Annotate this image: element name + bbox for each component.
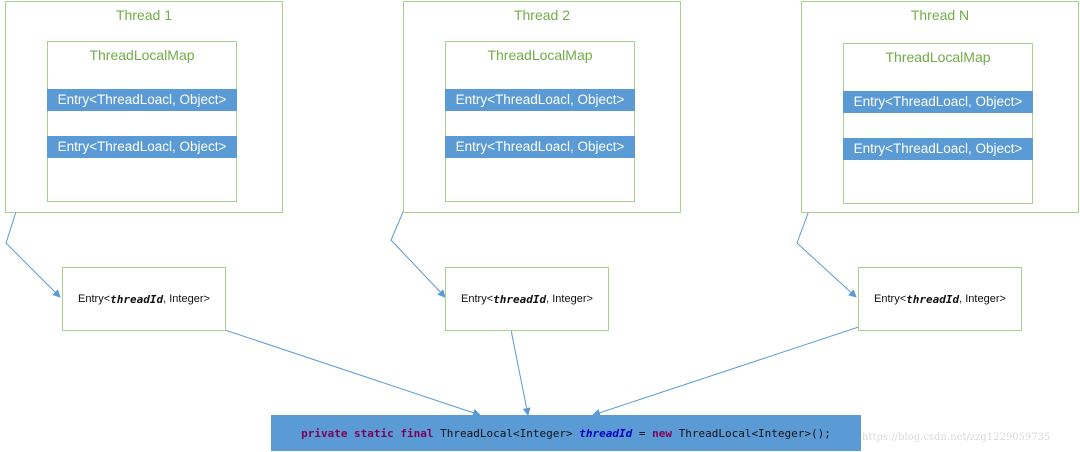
threadid-entry-2-suffix: , Integer> xyxy=(546,293,593,305)
code-assign: = xyxy=(632,426,653,440)
threadid-entry-n-suffix: , Integer> xyxy=(959,293,1006,305)
threadid-entry-n-key: threadId xyxy=(906,292,960,306)
threadid-declaration: private static final ThreadLocal<Integer… xyxy=(271,415,861,451)
threadid-entry-1-suffix: , Integer> xyxy=(163,293,210,305)
watermark-url: https://blog.csdn.net/zzg1229059735 xyxy=(862,432,1051,443)
threadid-entry-n-prefix: Entry< xyxy=(874,293,907,305)
thread-2-title: Thread 2 xyxy=(513,7,571,23)
thread-n-map-box: ThreadLocalMap xyxy=(843,43,1033,204)
thread-n-map-title: ThreadLocalMap xyxy=(885,49,991,65)
thread-2-map-entry-1: Entry<ThreadLoacl, Object> xyxy=(445,89,635,111)
threadid-entry-1-prefix: Entry< xyxy=(78,293,111,305)
threadid-entry-2: Entry<threadId , Integer> xyxy=(445,267,609,331)
code-variable-threadid: threadId xyxy=(579,426,633,440)
code-type-constructed: ThreadLocal<Integer>(); xyxy=(671,426,831,440)
thread-1-map-box: ThreadLocalMap xyxy=(47,41,237,202)
thread-1-map-entry-1: Entry<ThreadLoacl, Object> xyxy=(47,89,237,111)
threadid-entry-2-prefix: Entry< xyxy=(461,293,494,305)
code-type-declared: ThreadLocal<Integer> xyxy=(433,426,580,440)
threadid-entry-1: Entry<threadId , Integer> xyxy=(62,267,226,331)
thread-2-map-entry-2: Entry<ThreadLoacl, Object> xyxy=(445,136,635,158)
threadid-entry-n: Entry<threadId , Integer> xyxy=(858,267,1022,331)
code-keyword-new: new xyxy=(652,426,672,440)
threadid-entry-2-key: threadId xyxy=(493,292,547,306)
thread-2-map-box: ThreadLocalMap xyxy=(445,41,635,202)
thread-1-map-entry-2: Entry<ThreadLoacl, Object> xyxy=(47,136,237,158)
thread-1-title: Thread 1 xyxy=(115,7,173,23)
thread-n-map-entry-2: Entry<ThreadLoacl, Object> xyxy=(843,138,1033,160)
thread-1-map-title: ThreadLocalMap xyxy=(89,47,195,63)
thread-n-title: Thread N xyxy=(910,7,970,23)
code-keywords-modifiers: private static final xyxy=(301,426,434,440)
thread-2-map-title: ThreadLocalMap xyxy=(487,47,593,63)
threadid-entry-1-key: threadId xyxy=(110,292,164,306)
thread-n-map-entry-1: Entry<ThreadLoacl, Object> xyxy=(843,91,1033,113)
